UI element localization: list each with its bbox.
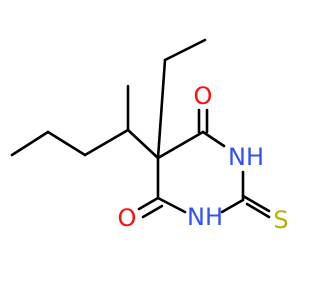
bond-ch-ch2 xyxy=(83,128,130,157)
atom-o-left: O xyxy=(118,204,137,232)
bond-c4-n3 xyxy=(201,130,226,148)
bond-c2-s-b xyxy=(245,202,271,219)
bond-c2-n1 xyxy=(220,198,245,214)
bond-group xyxy=(10,38,271,219)
bond-c5-ethylch2 xyxy=(156,58,167,160)
molecule-structure: O NH NH O S xyxy=(10,38,289,234)
atom-nh-right: NH xyxy=(228,143,264,171)
bond-c6-o-b xyxy=(141,204,164,219)
bond-ch2-ch2 xyxy=(46,130,87,157)
bond-c5-c4 xyxy=(156,130,205,160)
bond-ch2-ch3 xyxy=(10,130,50,157)
atom-labels: O NH NH O S xyxy=(118,82,289,234)
molecule-canvas: O NH NH O S xyxy=(10,38,289,234)
atom-s: S xyxy=(273,206,288,234)
bond-c2-s-a xyxy=(241,194,271,213)
bond-c5-ch xyxy=(126,128,160,160)
atom-nh-bottom: NH xyxy=(187,203,223,231)
bond-n1-c6 xyxy=(156,196,187,214)
bond-c6-o-a xyxy=(137,196,160,211)
atom-o-top: O xyxy=(194,82,213,110)
bond-ethylch2-ch3 xyxy=(163,38,207,62)
